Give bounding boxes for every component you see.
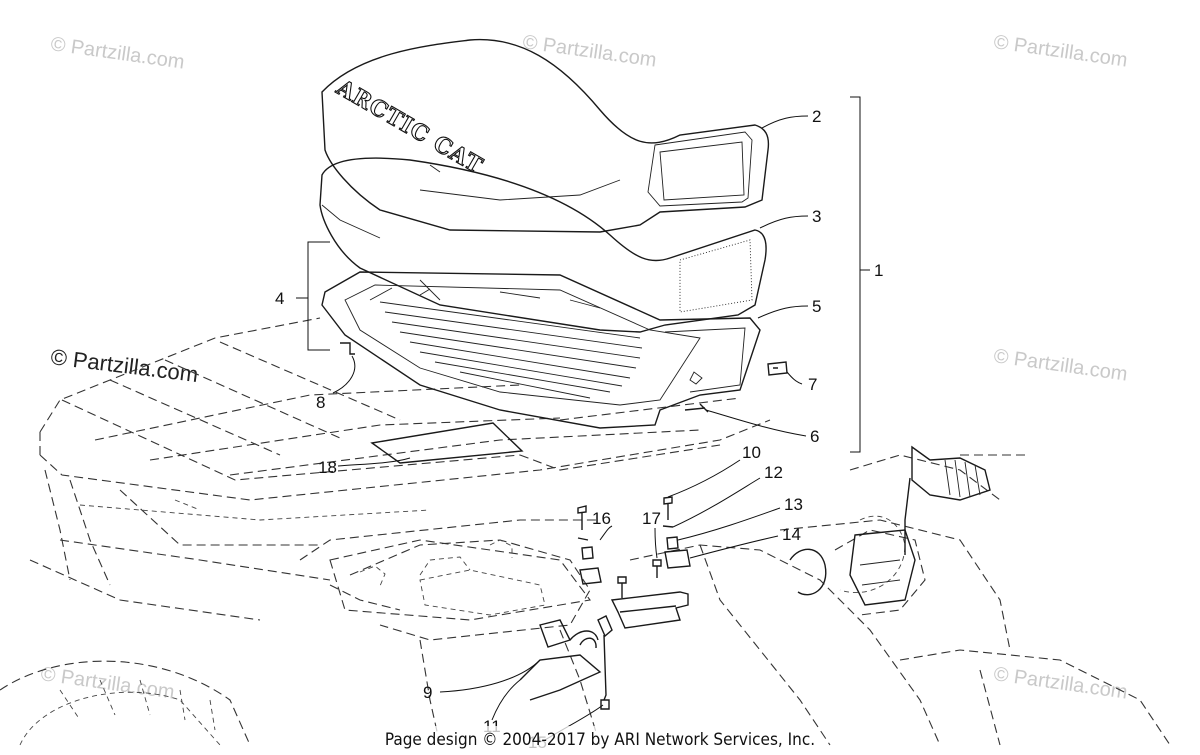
seat-pad-drawing bbox=[370, 422, 524, 464]
watermark-dark: © Partzilla.com bbox=[49, 344, 199, 387]
latch-drawing bbox=[767, 361, 788, 376]
callout-16: 16 bbox=[592, 509, 611, 528]
vehicle-frame-outline bbox=[0, 317, 1171, 746]
seat-cover-drawing: ARCTIC CAT bbox=[321, 38, 770, 233]
callout-9: 9 bbox=[423, 683, 432, 702]
callout-5: 5 bbox=[812, 297, 821, 316]
callout-8: 8 bbox=[316, 393, 325, 412]
watermark: © Partzilla.com bbox=[992, 663, 1129, 704]
callout-18: 18 bbox=[318, 458, 337, 477]
callout-3: 3 bbox=[812, 207, 821, 226]
callout-1: 1 bbox=[874, 261, 883, 280]
leader-lines bbox=[296, 96, 870, 741]
watermark: © Partzilla.com bbox=[992, 345, 1129, 386]
watermark: © Partzilla.com bbox=[521, 31, 658, 72]
callout-2: 2 bbox=[812, 107, 821, 126]
seat-clip-drawing bbox=[340, 342, 355, 355]
latch-hardware-drawing bbox=[519, 496, 691, 710]
callout-10: 10 bbox=[742, 443, 761, 462]
handlebar-grip-drawing bbox=[789, 445, 991, 606]
callout-14: 14 bbox=[782, 525, 801, 544]
seat-foam-drawing bbox=[319, 157, 767, 333]
callout-17: 17 bbox=[642, 509, 661, 528]
callout-13: 13 bbox=[784, 495, 803, 514]
pin-drawing bbox=[684, 403, 709, 413]
copyright-footer: Page design © 2004-2017 by ARI Network S… bbox=[385, 730, 815, 750]
callout-6: 6 bbox=[810, 427, 819, 446]
callout-12: 12 bbox=[764, 463, 783, 482]
callout-7: 7 bbox=[808, 375, 817, 394]
brand-logo-text: ARCTIC CAT bbox=[331, 74, 487, 179]
footer-backdrop bbox=[385, 726, 815, 752]
callout-labels: 1 2 3 4 5 6 7 8 9 10 11 12 13 14 15 16 1… bbox=[275, 107, 883, 752]
callout-4: 4 bbox=[275, 289, 284, 308]
seat-pan-drawing bbox=[321, 271, 761, 429]
watermark: © Partzilla.com bbox=[49, 33, 186, 74]
watermark: © Partzilla.com bbox=[992, 31, 1129, 72]
